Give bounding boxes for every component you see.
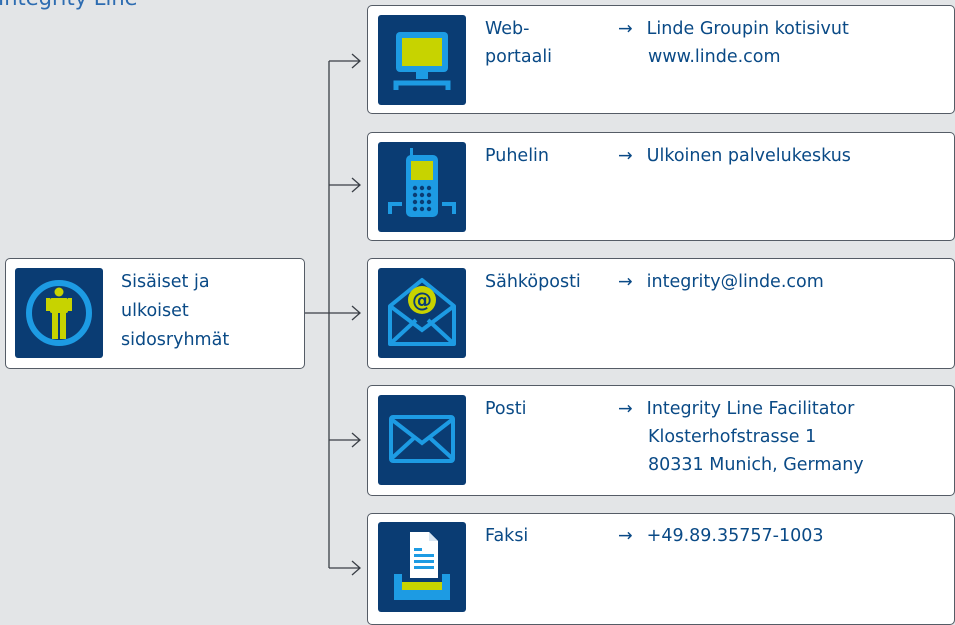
mobile-phone-icon xyxy=(378,142,466,232)
channel-label-post: Posti xyxy=(485,399,527,419)
email-at-icon: @ xyxy=(378,268,466,358)
channel-value-web: →Linde Groupin kotisivut www.linde.com xyxy=(618,19,849,67)
channel-value-fax: →+49.89.35757-1003 xyxy=(618,526,824,546)
channel-value-email: →integrity@linde.com xyxy=(618,272,824,292)
computer-monitor-icon xyxy=(378,15,466,105)
svg-text:@: @ xyxy=(412,288,432,312)
channel-value-phone: →Ulkoinen palvelukeskus xyxy=(618,146,851,166)
page-title: Integrity Line xyxy=(0,0,138,10)
channel-label-web: Web- portaali xyxy=(485,19,553,67)
source-label: Sisäiset ja ulkoiset sidosryhmät xyxy=(121,272,230,350)
channel-label-phone: Puhelin xyxy=(485,146,550,166)
channel-value-post: →Integrity Line Facilitator Klosterhofst… xyxy=(618,399,864,475)
person-icon xyxy=(15,268,103,358)
fax-icon xyxy=(378,522,466,612)
envelope-icon xyxy=(378,395,466,485)
channel-label-fax: Faksi xyxy=(485,526,529,546)
channel-label-email: Sähköposti xyxy=(485,272,581,292)
